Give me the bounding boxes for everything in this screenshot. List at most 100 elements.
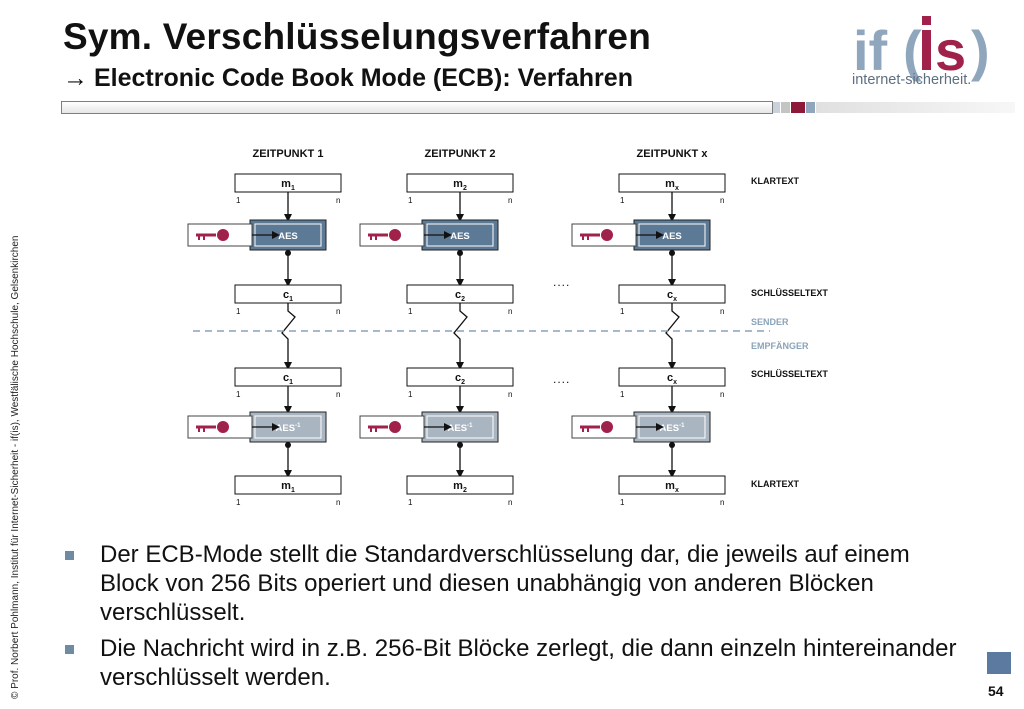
key-icon-tooth: [582, 236, 584, 240]
receiver-label: EMPFÄNGER: [751, 341, 809, 351]
key-icon: [196, 425, 216, 429]
key-icon-tooth: [375, 236, 377, 240]
bullet-square-icon: [65, 551, 74, 560]
aes-decrypt-label: AES-1: [448, 423, 474, 434]
bit-start-label: 1: [620, 498, 625, 507]
svg-text:(: (: [903, 19, 922, 82]
bit-start-label: 1: [620, 390, 625, 399]
page-subtitle: →Electronic Code Book Mode (ECB): Verfah…: [63, 64, 633, 93]
data-block-label: c2: [455, 372, 465, 386]
underline-bar-block: [806, 102, 815, 113]
data-block-box: [406, 475, 514, 495]
underline-bar-tail: [816, 102, 1015, 113]
bit-end-label: n: [508, 390, 512, 399]
transmission-arrow: [281, 303, 296, 370]
key-icon: [368, 233, 388, 237]
key-icon-tooth: [203, 428, 205, 432]
aes-encrypt-label: AES: [450, 231, 470, 242]
bullet-text: Der ECB-Mode stellt die Standardverschlü…: [100, 541, 910, 626]
key-icon: [368, 425, 388, 429]
bit-end-label: n: [720, 307, 724, 316]
bit-end-label: n: [336, 498, 340, 507]
plaintext-label: KLARTEXT: [751, 479, 799, 489]
bullet-item: Die Nachricht wird in z.B. 256-Bit Blöck…: [63, 634, 963, 692]
key-icon-bow: [601, 421, 613, 433]
ellipsis-bottom: ....: [553, 372, 570, 386]
data-block-label: m2: [453, 178, 467, 192]
bit-start-label: 1: [408, 196, 413, 205]
underline-bar-main: [61, 101, 773, 114]
svg-text:): ): [971, 19, 990, 82]
aes-decrypt-label: AES-1: [276, 423, 302, 434]
ciphertext-label: SCHLÜSSELTEXT: [751, 288, 828, 298]
bullet-text: Die Nachricht wird in z.B. 256-Bit Blöck…: [100, 635, 957, 691]
data-block-label: mx: [665, 178, 679, 192]
data-block-box: [618, 475, 726, 495]
title-underline-bar: [61, 101, 1015, 114]
underline-bar-block: [773, 102, 780, 113]
ifis-logo: if ( s ): [853, 16, 990, 82]
data-block-box: [234, 475, 342, 495]
data-block-label: cx: [667, 289, 677, 303]
key-icon-bow: [217, 229, 229, 241]
key-icon-bow: [217, 421, 229, 433]
bit-end-label: n: [720, 196, 724, 205]
aes-encrypt-label: AES: [278, 231, 298, 242]
bullet-square-icon: [65, 645, 74, 654]
page-marker-box: [987, 652, 1011, 674]
data-block-label: m2: [453, 480, 467, 494]
data-block-label: c1: [283, 289, 293, 303]
key-icon-tooth: [370, 236, 372, 240]
subtitle-arrow-icon: →: [63, 64, 88, 92]
bit-start-label: 1: [408, 498, 413, 507]
key-icon-bow: [389, 229, 401, 241]
transmission-arrow: [453, 303, 468, 370]
logo-text: internet-sicherheit.: [852, 72, 972, 88]
data-block-label: c1: [283, 372, 293, 386]
bit-start-label: 1: [236, 498, 241, 507]
aes-encrypt-label: AES: [662, 231, 682, 242]
key-icon-tooth: [203, 236, 205, 240]
data-block-label: cx: [667, 372, 677, 386]
svg-text:s: s: [935, 19, 966, 82]
bit-start-label: 1: [236, 196, 241, 205]
key-icon-tooth: [587, 236, 589, 240]
bit-start-label: 1: [408, 390, 413, 399]
bit-end-label: n: [336, 390, 340, 399]
key-icon-bow: [601, 229, 613, 241]
underline-bar-block: [781, 102, 790, 113]
key-icon-tooth: [370, 428, 372, 432]
bit-start-label: 1: [620, 307, 625, 316]
page-number: 54: [988, 683, 1004, 699]
bit-start-label: 1: [620, 196, 625, 205]
key-icon: [580, 425, 600, 429]
key-icon: [580, 233, 600, 237]
data-block-label: mx: [665, 480, 679, 494]
bit-end-label: n: [336, 196, 340, 205]
time-heading: ZEITPUNKT 1: [253, 148, 324, 160]
key-icon-tooth: [198, 428, 200, 432]
key-icon-tooth: [582, 428, 584, 432]
bit-start-label: 1: [236, 390, 241, 399]
key-icon: [196, 233, 216, 237]
sender-label: SENDER: [751, 317, 789, 327]
key-icon-tooth: [375, 428, 377, 432]
plaintext-label: KLARTEXT: [751, 176, 799, 186]
bit-end-label: n: [508, 498, 512, 507]
key-icon-tooth: [587, 428, 589, 432]
bit-start-label: 1: [408, 307, 413, 316]
copyright-sidebar: © Prof. Norbert Pohlmann, Institut für I…: [10, 235, 21, 699]
ellipsis-top: ....: [553, 275, 570, 289]
svg-text:if: if: [853, 19, 888, 82]
data-block-label: c2: [455, 289, 465, 303]
subtitle-text: Electronic Code Book Mode (ECB): Verfahr…: [94, 64, 633, 92]
transmission-arrow: [665, 303, 680, 370]
time-heading: ZEITPUNKT x: [637, 148, 709, 160]
bit-end-label: n: [336, 307, 340, 316]
ciphertext-label: SCHLÜSSELTEXT: [751, 369, 828, 379]
key-icon-tooth: [198, 236, 200, 240]
bullet-item: Der ECB-Mode stellt die Standardverschlü…: [63, 540, 963, 627]
bit-end-label: n: [720, 498, 724, 507]
data-block-label: m1: [281, 178, 295, 192]
